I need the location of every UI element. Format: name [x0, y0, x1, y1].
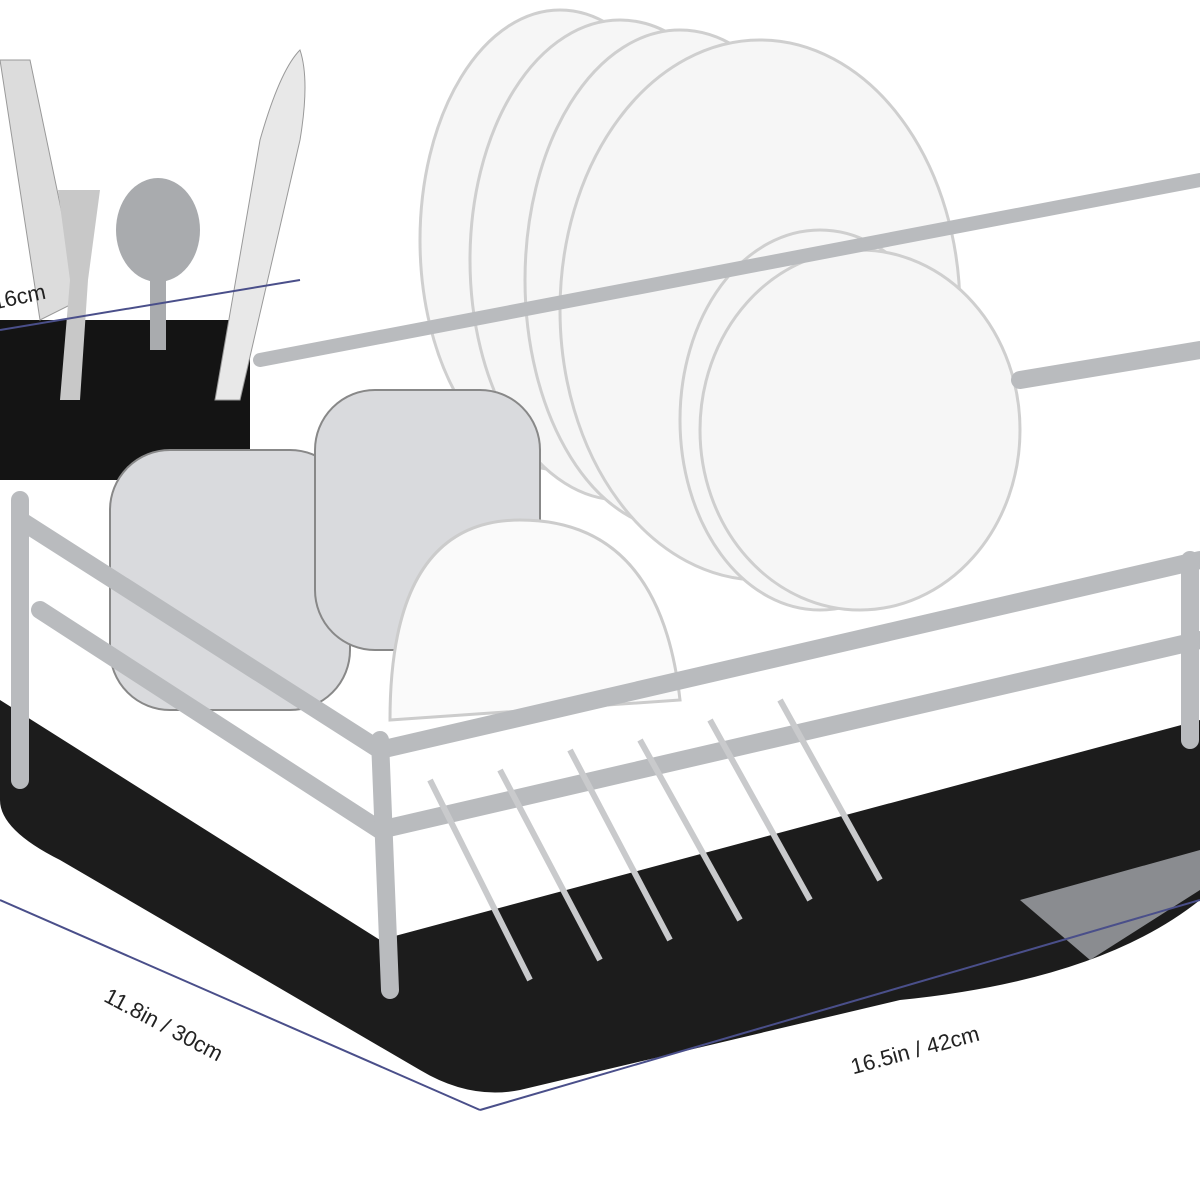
- spoon: [116, 178, 200, 282]
- bowl: [388, 518, 682, 722]
- rack-frame: [11, 173, 1200, 999]
- drip-tray: [0, 700, 1200, 1093]
- dimension-lines: [0, 279, 1200, 1111]
- wire-grid: [427, 698, 883, 982]
- plates: [418, 8, 1022, 612]
- knife: [214, 49, 306, 401]
- fork: [58, 190, 100, 400]
- drain-spout: [1020, 850, 1200, 960]
